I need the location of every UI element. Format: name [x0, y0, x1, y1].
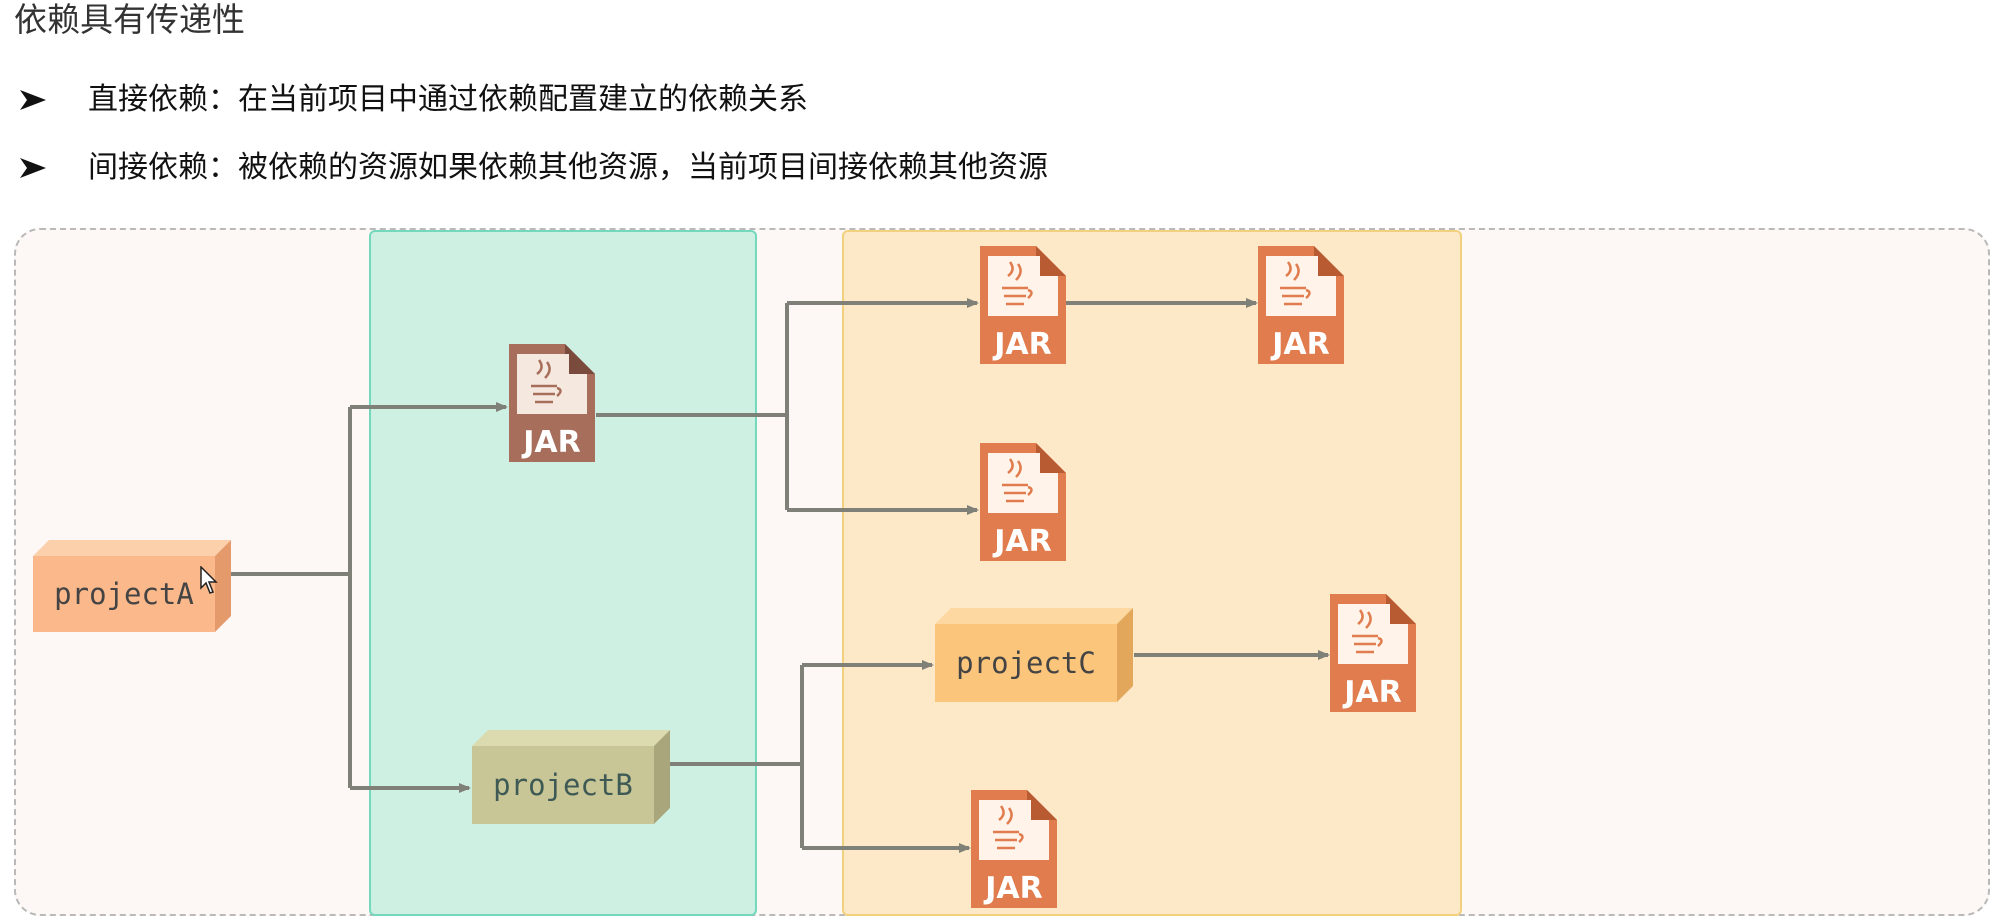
jar-label: JAR [521, 425, 580, 460]
bullet-arrow-icon [20, 90, 46, 110]
projectC-label: projectC [956, 646, 1096, 680]
jar-file-icon-indirect-5: JAR [971, 790, 1057, 908]
projectA-label: projectA [54, 577, 194, 611]
page-title: 依赖具有传递性 [14, 0, 245, 39]
jar-file-icon-indirect-4: JAR [1330, 594, 1416, 712]
jar-label: JAR [1270, 327, 1329, 362]
bullet-direct-dependency: 直接依赖：在当前项目中通过依赖配置建立的依赖关系 [18, 80, 808, 120]
jar-label: JAR [992, 327, 1051, 362]
mouse-cursor-icon [200, 566, 218, 594]
projectC-box: projectC [935, 608, 1133, 702]
jar-file-icon-indirect-1: JAR [980, 246, 1066, 364]
indirect-dependency-region [842, 230, 1462, 916]
jar-label: JAR [1342, 675, 1401, 710]
projectB-label: projectB [493, 768, 633, 802]
box-3d-shape [472, 730, 670, 824]
projectA-box: projectA [33, 540, 231, 632]
bullet-direct-text: 直接依赖：在当前项目中通过依赖配置建立的依赖关系 [88, 82, 808, 117]
bullet-indirect-text: 间接依赖：被依赖的资源如果依赖其他资源，当前项目间接依赖其他资源 [88, 150, 1048, 185]
projectB-box: projectB [472, 730, 670, 824]
jar-file-icon-direct: JAR [509, 344, 595, 462]
bullet-indirect-dependency: 间接依赖：被依赖的资源如果依赖其他资源，当前项目间接依赖其他资源 [18, 148, 1048, 188]
jar-label: JAR [983, 871, 1042, 906]
jar-label: JAR [992, 524, 1051, 559]
jar-file-icon-indirect-3: JAR [980, 443, 1066, 561]
bullet-arrow-icon [20, 158, 46, 178]
box-3d-shape [935, 608, 1133, 702]
jar-file-icon-indirect-2: JAR [1258, 246, 1344, 364]
box-3d-shape [33, 540, 231, 632]
